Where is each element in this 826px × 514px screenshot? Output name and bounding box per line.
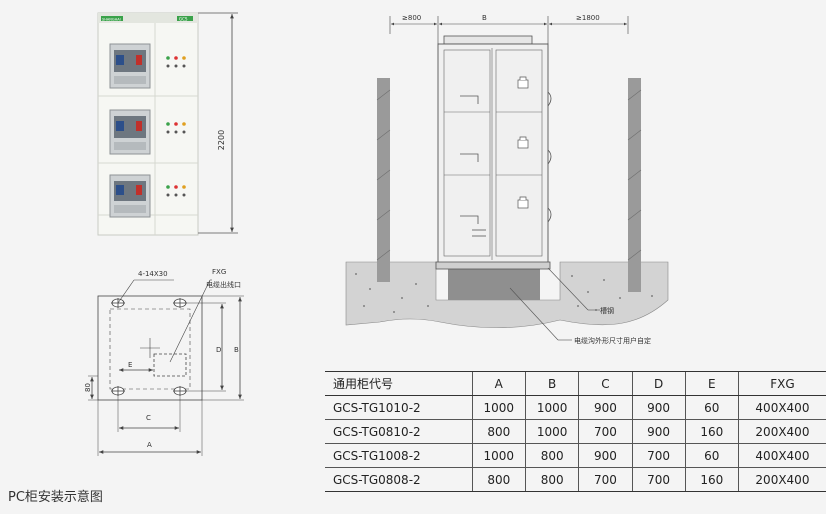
cell-c: 700 — [578, 419, 633, 444]
hole-spec-label: 4-14X30 — [138, 270, 168, 278]
cell-fxg: 400X400 — [737, 443, 826, 468]
table-row: GCS-TG0808-2 800 800 700 700 160 200X400 — [325, 467, 826, 492]
cell-b: 1000 — [524, 395, 579, 420]
cell-e: 60 — [684, 443, 739, 468]
cell-d: 900 — [631, 419, 686, 444]
cell-code: GCS-TG1008-2 — [325, 443, 473, 468]
header-e: E — [684, 371, 739, 396]
mounting-hole — [111, 386, 125, 396]
table-row: GCS-TG1010-2 1000 1000 900 900 60 400X40… — [325, 395, 826, 420]
channel-steel-label: 槽钢 — [600, 306, 614, 315]
mounting-hole — [173, 386, 187, 396]
header-c: C — [578, 371, 633, 396]
model-label: GCS — [179, 17, 188, 22]
right-wall — [628, 78, 641, 292]
cable-outlet-label: 电缆出线口 — [206, 280, 241, 289]
cell-a: 800 — [471, 467, 526, 492]
cell-code: GCS-TG0810-2 — [325, 419, 473, 444]
cable-trench-label: 电缆沟外形尺寸用户自定 — [574, 336, 651, 345]
cell-a: 1000 — [471, 395, 526, 420]
fxg-label: FXG — [212, 268, 226, 276]
drawer-unit — [517, 76, 529, 209]
cell-fxg: 200X400 — [737, 467, 826, 492]
header-cabinet-code: 通用柜代号 — [325, 371, 473, 396]
figure-caption: PC柜安装示意图 — [8, 490, 103, 505]
brand-label: SHANGHAI — [102, 18, 121, 22]
cell-fxg: 200X400 — [737, 419, 826, 444]
channel-steel — [435, 261, 551, 270]
dim-80-label: 80 — [84, 383, 92, 392]
cell-c: 700 — [578, 467, 633, 492]
cable-outlet — [153, 353, 187, 377]
cabinet-front-view: SHANGHAI GCS — [97, 12, 238, 236]
cable-trench — [448, 264, 540, 300]
cell-b: 800 — [524, 443, 579, 468]
dim-a-label: A — [147, 441, 152, 449]
left-clearance-label: ≥800 — [402, 14, 421, 22]
brand-badge — [101, 16, 123, 21]
dim-b-label: B — [234, 346, 239, 354]
height-dimension-label: 2200 — [217, 130, 226, 150]
table-row: GCS-TG0810-2 800 1000 700 900 160 200X40… — [325, 419, 826, 444]
cell-a: 800 — [471, 419, 526, 444]
base-plan-view — [88, 279, 244, 456]
cabinet-body — [437, 43, 549, 265]
ground-concrete — [345, 261, 669, 329]
header-fxg: FXG — [737, 371, 826, 396]
right-clearance-label: ≥1800 — [576, 14, 600, 22]
left-wall — [377, 78, 390, 282]
cell-c: 900 — [578, 395, 633, 420]
cell-b: 800 — [524, 467, 579, 492]
dim-c-label: C — [146, 414, 151, 422]
cell-d: 900 — [631, 395, 686, 420]
cell-c: 900 — [578, 443, 633, 468]
cell-code: GCS-TG1010-2 — [325, 395, 473, 420]
mounting-hole — [173, 298, 187, 308]
cell-d: 700 — [631, 467, 686, 492]
dim-d-label: D — [216, 346, 221, 354]
cell-code: GCS-TG0808-2 — [325, 467, 473, 492]
dim-e-label: E — [128, 361, 132, 369]
cell-a: 1000 — [471, 443, 526, 468]
cell-d: 700 — [631, 443, 686, 468]
cell-e: 160 — [684, 467, 739, 492]
section-view — [345, 16, 669, 341]
header-b: B — [524, 371, 579, 396]
header-a: A — [471, 371, 526, 396]
indicator-lights — [166, 56, 186, 197]
table-header-row: 通用柜代号 A B C D E FXG — [325, 371, 826, 396]
cell-e: 160 — [684, 419, 739, 444]
cell-fxg: 400X400 — [737, 395, 826, 420]
cabinet-top — [443, 35, 533, 45]
cell-e: 60 — [684, 395, 739, 420]
header-d: D — [631, 371, 686, 396]
cell-b: 1000 — [524, 419, 579, 444]
cabinet-spec-table: 通用柜代号 A B C D E FXG GCS-TG1010-2 1000 10… — [325, 371, 826, 492]
cabinet-width-label: B — [482, 14, 487, 22]
table-row: GCS-TG1008-2 1000 800 900 700 60 400X400 — [325, 443, 826, 468]
